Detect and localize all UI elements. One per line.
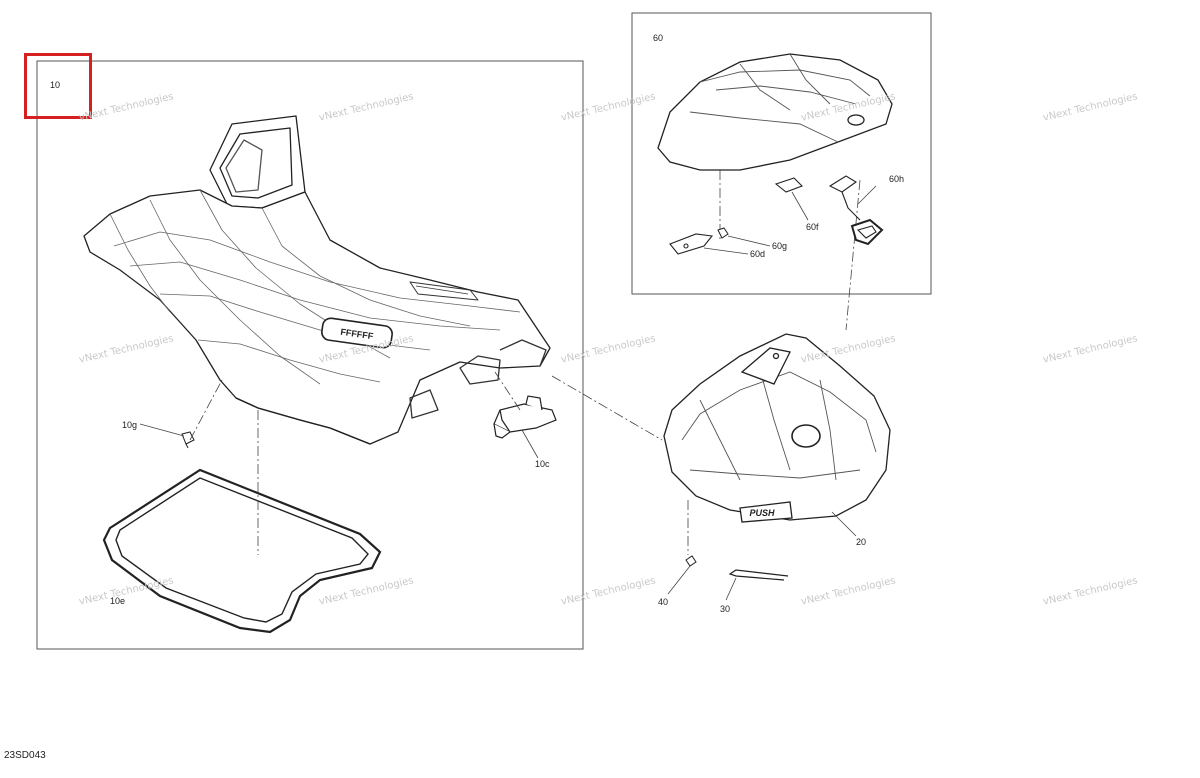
latch-part-10c [493, 395, 557, 439]
hinge-part-60f [774, 177, 803, 193]
group-label-10[interactable]: 10 [50, 80, 61, 90]
leader-30 [725, 577, 737, 601]
seal-part-10e [102, 468, 382, 634]
callout-60f[interactable]: 60f [806, 222, 819, 232]
seat-logo-text: FFFFFF [340, 327, 375, 342]
diagram-code: 23SD043 [4, 750, 46, 761]
callout-30[interactable]: 30 [720, 604, 731, 614]
lid-part-60 [657, 53, 893, 171]
group-10-highlight[interactable] [24, 53, 92, 119]
callout-10g[interactable]: 10g [122, 420, 138, 430]
leader-10c [521, 429, 539, 459]
leader-10g [139, 423, 185, 437]
leader-60d [703, 247, 749, 255]
callout-40[interactable]: 40 [658, 597, 669, 607]
leader-40 [667, 565, 691, 595]
leader-60h [857, 185, 877, 205]
bracket-part-60d [669, 233, 714, 255]
callout-60g[interactable]: 60g [772, 241, 788, 251]
clip-part-60g [717, 227, 729, 239]
rod-part-30 [728, 569, 789, 581]
leader-20 [831, 511, 857, 537]
callout-60d[interactable]: 60d [750, 249, 766, 259]
leader-60g [727, 235, 771, 247]
group-label-60[interactable]: 60 [653, 33, 664, 43]
assembly-lines [189, 170, 861, 555]
latch-part-60h [828, 175, 884, 246]
callout-20[interactable]: 20 [856, 537, 867, 547]
group-60-frame [631, 12, 932, 295]
storage-bin-part-20 [663, 333, 891, 523]
callout-10c[interactable]: 10c [535, 459, 550, 469]
seat-part-10 [83, 115, 551, 445]
fastener-part-40 [685, 555, 697, 567]
callout-60h[interactable]: 60h [889, 174, 905, 184]
leader-60f [791, 191, 809, 221]
push-badge-text: PUSH [749, 508, 775, 518]
group-10-frame [36, 60, 584, 650]
clip-part-10g [181, 431, 195, 449]
callout-10e[interactable]: 10e [110, 596, 126, 606]
